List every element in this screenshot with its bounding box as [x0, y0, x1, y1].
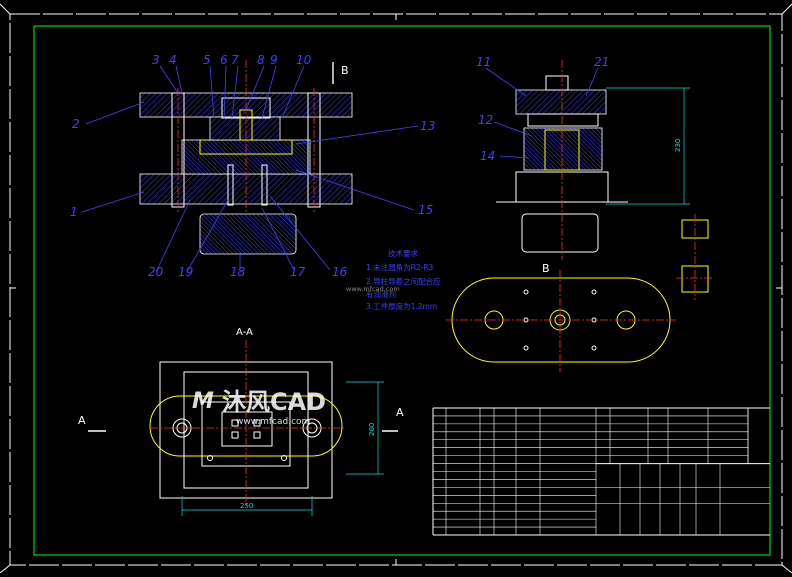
- detail-sketch: [676, 214, 714, 300]
- section-b-title: B: [341, 64, 349, 77]
- tech-title: 技术要求: [388, 248, 418, 258]
- part-num-8: 8: [257, 53, 265, 67]
- part-num-2: 2: [72, 117, 80, 131]
- watermark: M 沐风CAD www.mfcad.com: [192, 388, 326, 427]
- part-num-14: 14: [480, 149, 495, 163]
- part-num-5: 5: [203, 53, 211, 67]
- part-num-10: 10: [296, 53, 312, 67]
- tech-requirements: 技术要求 1.未注圆角为R2-R3 2.导柱导套之间配合应 有润滑剂 3.工件厚…: [366, 248, 441, 311]
- dim-height-230: 230: [674, 139, 682, 152]
- front-leaders: [81, 65, 419, 273]
- part-num-18: 18: [230, 265, 246, 279]
- side-leaders: [485, 67, 599, 159]
- b-view-label: B: [542, 262, 550, 275]
- section-arrow-a-left: A: [78, 414, 86, 427]
- part-num-13: 13: [420, 119, 435, 133]
- section-aa-title: A-A: [236, 327, 253, 338]
- bom-table: [432, 407, 770, 536]
- part-num-16: 16: [332, 265, 348, 279]
- section-arrow-a-right: A: [396, 406, 404, 419]
- tech-line-2: 2.导柱导套之间配合应: [366, 276, 441, 286]
- watermark-small-url: www.mfcad.com: [346, 285, 400, 293]
- part-num-3: 3: [152, 53, 160, 67]
- drawing-border: [33, 25, 771, 556]
- part-num-11: 11: [476, 55, 491, 69]
- sheet-frame: [0, 3, 792, 574]
- watermark-logo-icon: M: [192, 389, 214, 414]
- front-part-numbers: 3 4 5 6 7 8 9 10 2 1 13 15 16 17 18 19 2…: [70, 53, 435, 279]
- part-num-1: 1: [70, 205, 78, 219]
- b-view: [446, 270, 676, 372]
- dim-plan-height: 200: [368, 423, 376, 436]
- side-view: 230: [496, 60, 690, 260]
- dim-plan-width: 250: [240, 502, 253, 510]
- part-num-21: 21: [594, 55, 609, 69]
- part-num-6: 6: [220, 53, 228, 67]
- tech-line-1: 1.未注圆角为R2-R3: [366, 262, 434, 272]
- part-num-15: 15: [418, 203, 433, 217]
- part-num-4: 4: [169, 53, 177, 67]
- aa-plan-view: 200 250: [88, 340, 398, 516]
- tech-line-4: 3.工件厚度为1.2mm: [366, 301, 437, 311]
- front-section-view: [139, 60, 353, 255]
- part-num-20: 20: [148, 265, 164, 279]
- part-num-7: 7: [231, 53, 239, 67]
- part-num-12: 12: [478, 113, 493, 127]
- part-num-9: 9: [270, 53, 278, 67]
- tech-line-3: 有润滑剂: [366, 289, 396, 299]
- part-num-19: 19: [178, 265, 193, 279]
- part-num-17: 17: [290, 265, 306, 279]
- watermark-brand: 沐风CAD: [222, 388, 326, 416]
- watermark-url: www.mfcad.com: [236, 417, 310, 427]
